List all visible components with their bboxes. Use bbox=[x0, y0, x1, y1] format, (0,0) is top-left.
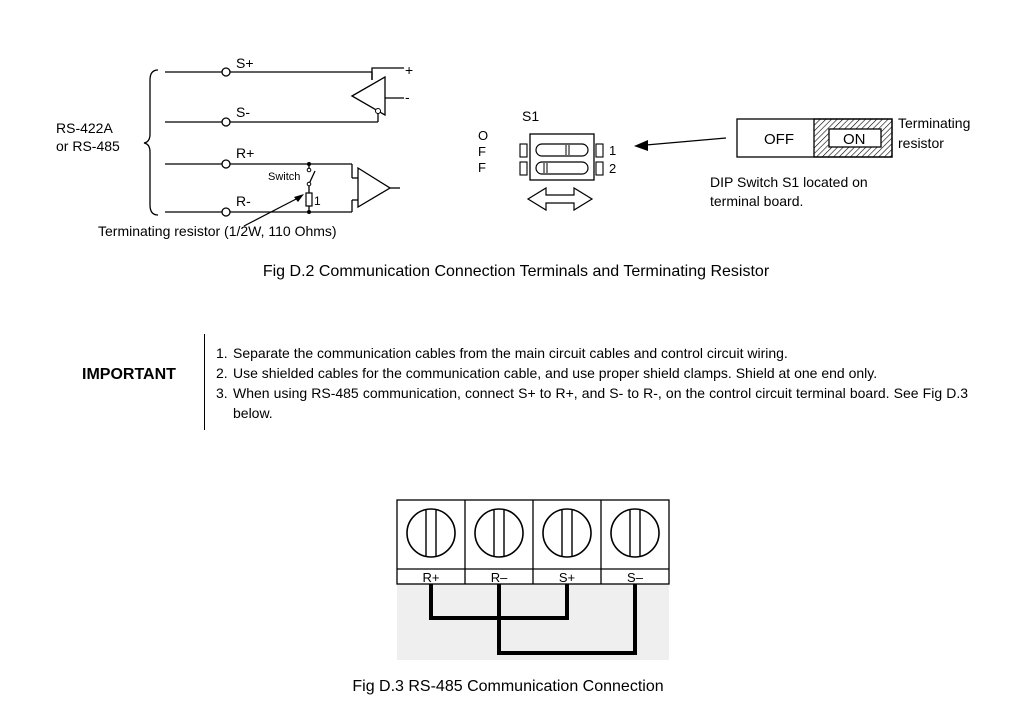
dip-lever-1 bbox=[535, 143, 589, 157]
list-item: 3. When using RS-485 communication, conn… bbox=[216, 383, 968, 423]
list-item-number: 2. bbox=[216, 365, 228, 381]
dip-note-line1: DIP Switch S1 located on bbox=[710, 174, 868, 190]
switch-pin: 1 bbox=[314, 194, 321, 208]
interface-label-line1: RS-422A bbox=[56, 120, 113, 136]
terminal-label-s-plus: S+ bbox=[236, 55, 254, 71]
terminal-label-s-minus: S– bbox=[627, 570, 644, 585]
terminal-screw-r-minus bbox=[474, 508, 524, 558]
list-item-text: When using RS-485 communication, connect… bbox=[233, 385, 968, 421]
dip-off-label: OFF bbox=[764, 131, 794, 148]
terminal-screw-r-plus bbox=[406, 508, 456, 558]
driver-amplifier bbox=[350, 75, 386, 117]
terminal-screw-s-minus bbox=[610, 508, 660, 558]
important-label: IMPORTANT bbox=[82, 366, 176, 383]
dip-side-label-line2: resistor bbox=[898, 135, 944, 151]
dip-off-letter-3: F bbox=[478, 160, 486, 175]
receiver-amplifier bbox=[357, 166, 392, 209]
dip-off-letter-2: F bbox=[478, 144, 486, 159]
resistor-label: Terminating resistor (1/2W, 110 Ohms) bbox=[98, 223, 337, 239]
list-item: 1. Separate the communication cables fro… bbox=[216, 343, 968, 363]
terminal-label-r-plus: R+ bbox=[423, 570, 440, 585]
dip-switch-name: S1 bbox=[522, 108, 539, 124]
fig-d3-diagram: R+ R– S+ S– bbox=[396, 499, 670, 660]
brace bbox=[143, 69, 159, 216]
driver-minus: - bbox=[405, 89, 410, 105]
dip-position-1: 1 bbox=[609, 143, 616, 158]
terminal-label-s-plus: S+ bbox=[559, 570, 575, 585]
terminal-r-minus bbox=[221, 207, 231, 217]
switch-blade bbox=[308, 170, 316, 185]
terminal-screw-s-plus bbox=[542, 508, 592, 558]
dip-note-line2: terminal board. bbox=[710, 193, 803, 209]
dip-side-label-line1: Terminating bbox=[898, 115, 970, 131]
fig-d2-diagram: RS-422A or RS-485 S+ S- + - R+ R- Switch… bbox=[56, 55, 970, 239]
terminal-s-plus bbox=[221, 67, 231, 77]
terminal-label-r-minus: R- bbox=[236, 193, 251, 209]
dip-slide-arrow bbox=[526, 186, 594, 212]
dip-on-label: ON bbox=[843, 131, 866, 148]
list-item-number: 1. bbox=[216, 345, 228, 361]
terminal-s-minus bbox=[221, 117, 231, 127]
dip-lever-2 bbox=[535, 161, 589, 175]
terminal-r-plus bbox=[221, 159, 231, 169]
important-list: 1. Separate the communication cables fro… bbox=[216, 343, 968, 423]
list-item-text: Use shielded cables for the communicatio… bbox=[233, 365, 878, 381]
list-item-text: Separate the communication cables from t… bbox=[233, 345, 788, 361]
interface-label-line2: or RS-485 bbox=[56, 138, 120, 154]
list-item-number: 3. bbox=[216, 385, 228, 401]
important-divider bbox=[204, 334, 205, 430]
fig-d2-caption: Fig D.2 Communication Connection Termina… bbox=[262, 263, 770, 280]
jumper-wire-r-minus-s-minus bbox=[497, 584, 637, 655]
terminating-resistor bbox=[305, 192, 313, 207]
terminal-label-r-plus: R+ bbox=[236, 145, 254, 161]
fig-d3-caption: Fig D.3 RS-485 Communication Connection bbox=[352, 678, 664, 695]
dip-off-letter-1: O bbox=[478, 128, 488, 143]
driver-plus: + bbox=[405, 62, 413, 78]
dip-position-2: 2 bbox=[609, 161, 616, 176]
terminal-label-r-minus: R– bbox=[491, 570, 508, 585]
terminal-label-s-minus: S- bbox=[236, 104, 250, 120]
switch-label: Switch bbox=[268, 171, 300, 183]
list-item: 2. Use shielded cables for the communica… bbox=[216, 363, 968, 383]
